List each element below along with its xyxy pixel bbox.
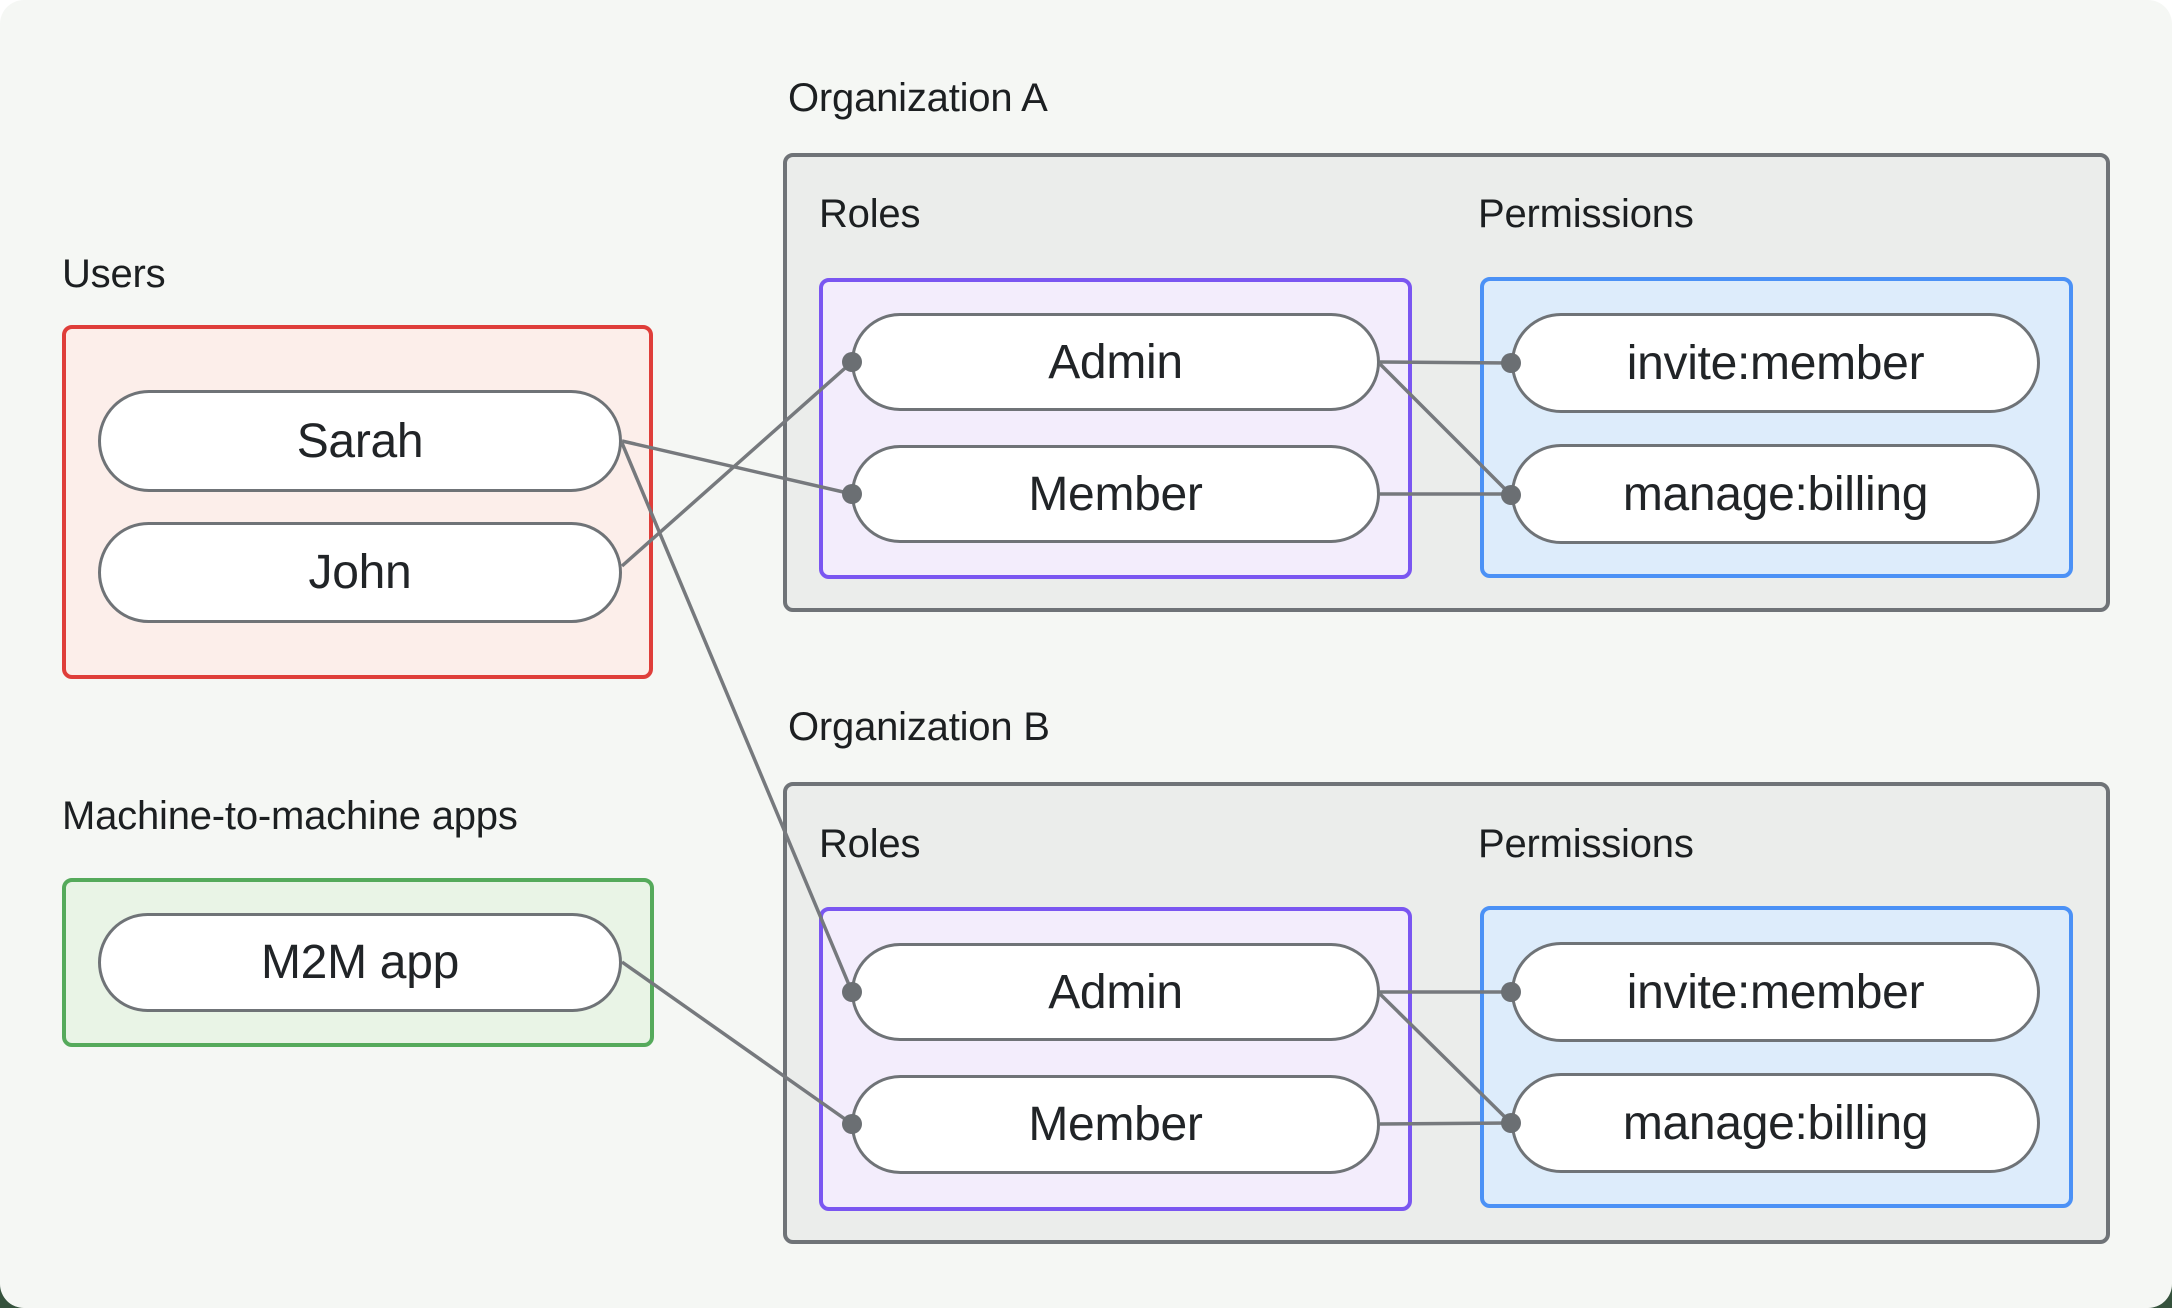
users-group-box — [62, 325, 653, 679]
org-b-role-pill-admin: Admin — [851, 943, 1380, 1041]
org-b-title: Organization B — [788, 705, 1050, 749]
org-a-permission-manage-label: manage:billing — [1622, 467, 1929, 521]
users-section-label: Users — [62, 252, 166, 296]
org-a-permission-pill-invite-member: invite:member — [1511, 313, 2040, 413]
m2m-app-pill-label: M2M app — [261, 936, 459, 989]
org-b-role-pill-member: Member — [851, 1075, 1380, 1174]
org-a-roles-label: Roles — [819, 192, 921, 236]
org-a-role-admin-label: Admin — [1048, 335, 1183, 389]
org-b-role-member-label: Member — [1028, 1098, 1203, 1151]
org-a-title: Organization A — [788, 76, 1048, 120]
m2m-section-label: Machine-to-machine apps — [62, 794, 518, 838]
org-a-role-pill-member: Member — [851, 445, 1380, 543]
org-b-role-admin-label: Admin — [1048, 965, 1183, 1019]
org-b-permission-pill-manage-billing: manage:billing — [1511, 1073, 2040, 1173]
org-b-permission-manage-label: manage:billing — [1622, 1096, 1929, 1150]
user-pill-john-label: John — [308, 546, 412, 599]
org-a-role-pill-admin: Admin — [851, 313, 1380, 411]
org-b-permission-invite-label: invite:member — [1626, 965, 1925, 1019]
org-b-permissions-label: Permissions — [1478, 822, 1694, 866]
org-b-permission-pill-invite-member: invite:member — [1511, 942, 2040, 1042]
org-a-permission-invite-label: invite:member — [1626, 336, 1925, 390]
user-pill-sarah: Sarah — [98, 390, 622, 492]
org-b-roles-label: Roles — [819, 822, 921, 866]
m2m-app-pill: M2M app — [98, 913, 622, 1012]
org-a-permission-pill-manage-billing: manage:billing — [1511, 444, 2040, 544]
org-a-role-member-label: Member — [1028, 467, 1203, 521]
user-pill-john: John — [98, 522, 622, 623]
user-pill-sarah-label: Sarah — [296, 414, 424, 468]
org-a-permissions-label: Permissions — [1478, 192, 1694, 236]
